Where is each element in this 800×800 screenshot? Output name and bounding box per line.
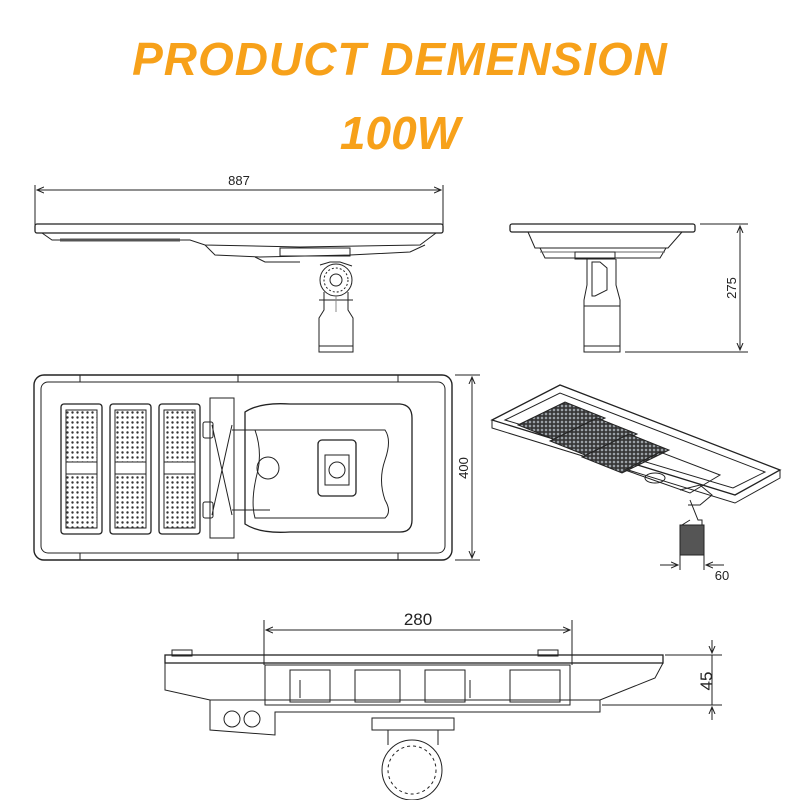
page-title: PRODUCT DEMENSION: [132, 33, 668, 85]
dim-label-plan-height: 400: [456, 457, 471, 479]
led-module-1: [60, 403, 103, 535]
isometric-view: [490, 384, 782, 570]
dim-label-detail-height: 45: [697, 672, 716, 691]
dim-label-width: 887: [228, 173, 250, 188]
front-view: [34, 185, 444, 353]
plan-view: [33, 374, 480, 561]
dim-label-side-height: 275: [724, 277, 739, 299]
led-module-3: [158, 403, 201, 535]
led-module-2: [109, 403, 152, 535]
dim-label-detail-width: 280: [404, 610, 432, 629]
detail-section-view: [164, 620, 722, 800]
dim-label-pole-diameter: 60: [715, 568, 729, 583]
wattage-subtitle: 100W: [339, 107, 461, 159]
side-view: [509, 223, 748, 353]
